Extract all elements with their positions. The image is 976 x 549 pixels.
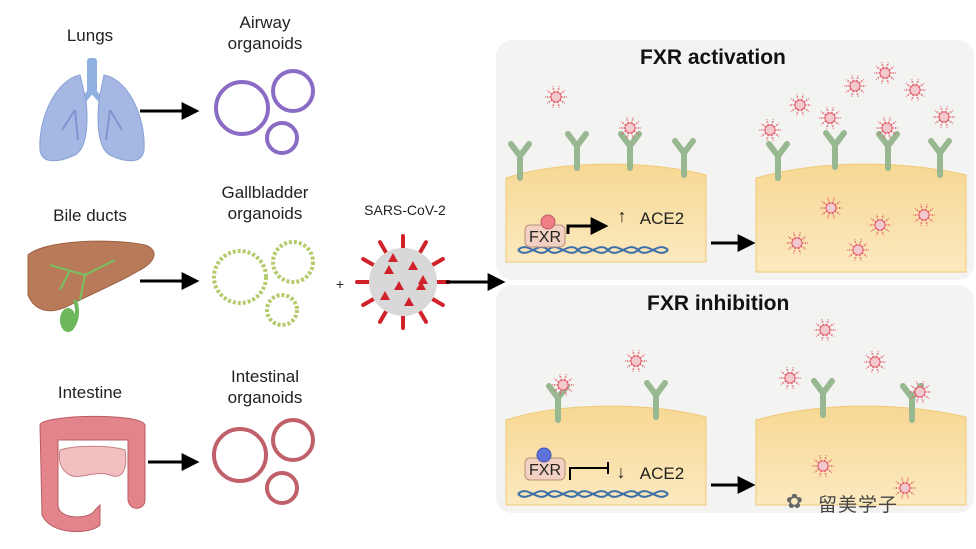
ace2-receptors — [508, 130, 952, 423]
intestinal-organoids — [212, 418, 315, 505]
tissue-label-intestine: Intestine — [57, 383, 123, 402]
organoid-label-gallbladder: Gallbladder organoids — [221, 183, 309, 223]
virus-particles — [545, 62, 955, 499]
activation-up-arrow: ↑ — [617, 206, 627, 226]
activation-dna-icon — [517, 246, 669, 254]
virus-particle-16 — [552, 374, 574, 396]
virus-particle-0 — [545, 86, 567, 108]
virus-particle-12 — [913, 204, 935, 226]
virus-particle-13 — [786, 232, 808, 254]
virus-particle-8 — [876, 117, 898, 139]
tissue-arrows — [140, 102, 200, 471]
tissue-label-lungs: Lungs — [66, 26, 114, 45]
inhibition-promoter-tbar — [569, 462, 609, 480]
ace2-receptor-3 — [672, 138, 696, 178]
inhibition-down-arrow: ↓ — [616, 462, 626, 482]
ace2-receptor-7 — [928, 138, 952, 178]
virus-particle-6 — [819, 107, 841, 129]
watermark-text: 留美学子 — [818, 494, 899, 516]
activation-gene-label: ACE2 — [639, 209, 685, 228]
virus-particle-19 — [779, 367, 801, 389]
ace2-receptor-4 — [766, 141, 790, 181]
organoid-label-intestinal: Intestinal organoids — [227, 367, 303, 407]
ace2-receptor-1 — [565, 131, 589, 171]
panel-title-activation: FXR activation — [640, 46, 786, 69]
activation-fxr-label: FXR — [529, 229, 561, 246]
virus-particle-15 — [625, 350, 647, 372]
virus-particle-14 — [847, 239, 869, 261]
virus-particle-10 — [820, 197, 842, 219]
inhibition-dna-icon — [517, 490, 669, 498]
virus-label: SARS-CoV-2 — [364, 202, 446, 218]
activation-promoter-arrow — [566, 217, 609, 235]
virus-particle-7 — [759, 119, 781, 141]
virus-particle-21 — [812, 455, 834, 477]
inhibition-cell-right — [755, 405, 967, 506]
ace2-receptor-9 — [644, 380, 668, 420]
virus-particle-3 — [844, 75, 866, 97]
ace2-receptor-10 — [811, 378, 835, 418]
tissue-label-bile-ducts: Bile ducts — [53, 206, 127, 225]
inhibition-cell-left — [505, 405, 707, 506]
plus-sign: + — [335, 276, 345, 292]
activation-cell-right — [755, 163, 967, 273]
ace2-receptor-6 — [876, 131, 900, 171]
lungs-icon — [39, 58, 145, 162]
intestine-icon — [39, 415, 146, 533]
inhibition-fxr-label: FXR — [529, 462, 561, 479]
virus-particle-2 — [789, 94, 811, 116]
virus-particle-22 — [894, 477, 916, 499]
ace2-receptor-2 — [618, 131, 642, 171]
ace2-receptor-0 — [508, 141, 532, 181]
activation-fxr-box — [524, 214, 566, 248]
virus-particle-11 — [869, 214, 891, 236]
sars-cov-2-virus-icon — [355, 234, 451, 330]
organoid-label-airway: Airway organoids — [227, 13, 303, 53]
virus-particle-18 — [864, 351, 886, 373]
virus-particle-5 — [904, 79, 926, 101]
airway-organoids — [214, 69, 315, 155]
virus-particle-1 — [619, 117, 641, 139]
inhibition-fxr-box — [524, 447, 566, 481]
wechat-icon: ✿ — [786, 489, 803, 513]
virus-particle-20 — [909, 381, 931, 403]
gallbladder-organoids — [212, 240, 315, 327]
inhibition-gene-label: ACE2 — [639, 464, 685, 483]
virus-particle-4 — [874, 62, 896, 84]
panel-title-inhibition: FXR inhibition — [647, 292, 790, 315]
virus-particle-17 — [814, 319, 836, 341]
liver-icon — [27, 240, 155, 332]
ace2-receptor-5 — [823, 130, 847, 170]
virus-particle-9 — [933, 106, 955, 128]
